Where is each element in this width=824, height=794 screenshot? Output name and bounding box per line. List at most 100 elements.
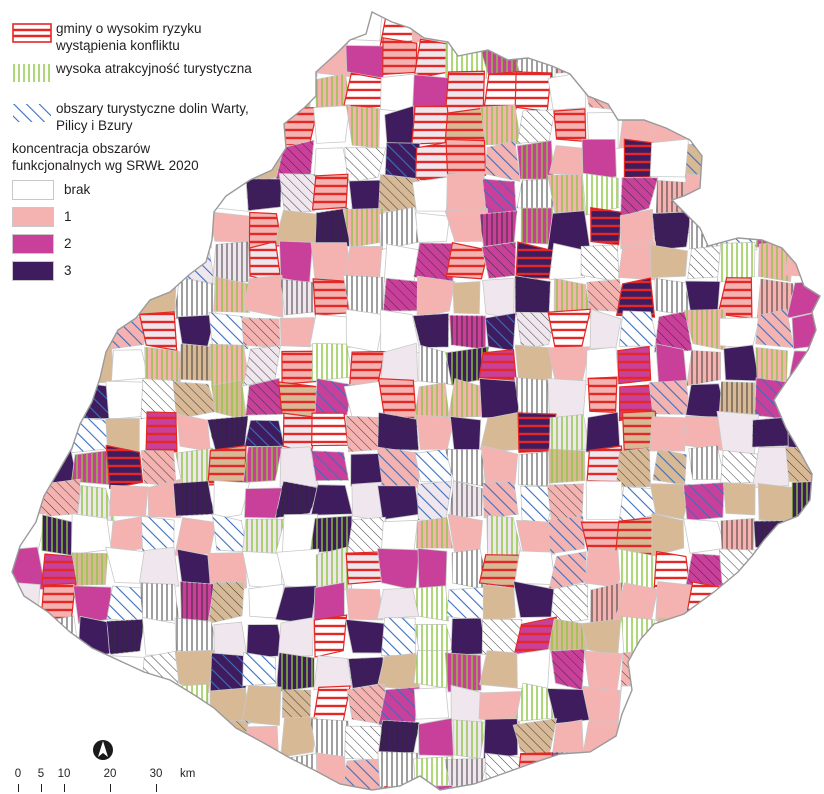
gmina-overlay <box>140 583 179 622</box>
gmina-overlay <box>276 140 314 182</box>
gmina-overlay <box>724 144 757 182</box>
gmina-polygon <box>649 416 687 452</box>
gmina-overlay <box>382 37 418 75</box>
gmina-overlay <box>38 479 81 517</box>
gmina-overlay <box>549 414 590 453</box>
gmina-polygon <box>652 786 687 790</box>
scale-tick-10: 10 <box>57 768 71 780</box>
gmina-overlay <box>684 553 726 590</box>
gmina-polygon <box>72 692 114 727</box>
gmina-overlay <box>720 518 755 557</box>
legend-class-swatch <box>12 234 54 254</box>
gmina-polygon <box>213 480 250 520</box>
gmina-polygon <box>617 685 658 727</box>
gmina-overlay <box>282 689 311 722</box>
gmina-overlay <box>207 444 247 486</box>
gmina-polygon <box>416 414 455 450</box>
gmina-overlay <box>519 12 556 46</box>
gmina-overlay <box>584 73 625 111</box>
gmina-overlay <box>788 38 820 79</box>
gmina-polygon <box>309 785 353 790</box>
gmina-overlay <box>178 344 214 381</box>
gmina-overlay <box>517 109 556 144</box>
gmina-polygon <box>12 445 47 485</box>
gmina-overlay <box>615 516 658 556</box>
gmina-overlay <box>486 515 523 556</box>
gmina-polygon <box>309 314 354 348</box>
gmina-overlay <box>276 652 315 692</box>
gmina-polygon <box>208 785 245 790</box>
gmina-polygon <box>105 546 145 584</box>
gmina-overlay <box>521 207 556 245</box>
gmina-polygon <box>651 685 692 725</box>
gmina-overlay <box>718 12 757 43</box>
gmina-polygon <box>723 344 760 382</box>
gmina-overlay <box>385 142 420 179</box>
gmina-overlay <box>689 753 727 790</box>
gmina-overlay <box>547 483 584 523</box>
gmina-polygon <box>12 619 46 656</box>
gmina-overlay <box>615 277 656 318</box>
gmina-polygon <box>721 751 754 787</box>
gmina-overlay <box>275 481 319 518</box>
gmina-overlay <box>246 178 282 211</box>
gmina-polygon <box>650 244 688 279</box>
gmina-overlay <box>453 719 486 759</box>
scale-tick-0: 0 <box>14 768 22 780</box>
gmina-polygon <box>38 379 73 416</box>
gmina-polygon <box>479 650 523 689</box>
legend-class-swatch <box>12 261 54 281</box>
gmina-overlay <box>377 447 420 488</box>
gmina-polygon <box>350 453 385 487</box>
gmina-overlay <box>785 377 820 416</box>
gmina-polygon <box>784 377 820 416</box>
gmina-overlay <box>449 480 483 519</box>
gmina-polygon <box>40 683 78 724</box>
gmina-overlay <box>38 379 72 416</box>
gmina-overlay <box>140 378 180 419</box>
gmina-overlay <box>211 380 247 421</box>
gmina-polygon <box>651 512 685 557</box>
gmina-overlay <box>752 790 790 794</box>
gmina-polygon <box>551 12 589 46</box>
gmina-overlay <box>785 549 820 590</box>
gmina-overlay <box>651 685 692 725</box>
gmina-overlay <box>482 178 517 217</box>
scale-mark-0 <box>18 784 19 792</box>
gmina-overlay <box>213 276 251 313</box>
gmina-polygon <box>790 177 820 216</box>
gmina-overlay <box>245 378 283 416</box>
gmina-overlay <box>619 718 652 761</box>
legend-class-3: 3 <box>12 261 262 283</box>
gmina-overlay <box>789 12 820 41</box>
gmina-polygon <box>655 581 694 622</box>
gmina-overlay <box>517 412 557 453</box>
gmina-polygon <box>582 721 623 757</box>
gmina-overlay <box>587 376 618 413</box>
gmina-overlay <box>344 726 384 761</box>
gmina-overlay <box>649 380 690 415</box>
gmina-polygon <box>751 176 795 217</box>
gmina-overlay <box>12 445 47 484</box>
gmina-overlay <box>348 657 384 689</box>
gmina-polygon <box>787 37 820 80</box>
gmina-overlay <box>242 652 276 686</box>
gmina-polygon <box>110 683 146 727</box>
gmina-overlay <box>718 179 756 216</box>
gmina-polygon <box>547 378 587 420</box>
gmina-overlay <box>37 349 77 384</box>
gmina-polygon <box>785 210 820 250</box>
gmina-polygon <box>38 724 79 759</box>
gmina-polygon <box>243 274 284 318</box>
gmina-overlay <box>548 551 587 590</box>
gmina-polygon <box>415 212 451 243</box>
gmina-polygon <box>515 519 556 555</box>
gmina-polygon <box>547 784 590 790</box>
gmina-overlay <box>650 726 693 759</box>
gmina-polygon <box>617 751 651 788</box>
gmina-overlay <box>77 485 115 521</box>
gmina-overlay <box>208 785 245 790</box>
gmina-polygon <box>345 309 385 353</box>
gmina-overlay <box>12 379 47 417</box>
legend-valleys-label: obszary turystyczne dolin Warty, Pilicy … <box>56 101 249 133</box>
